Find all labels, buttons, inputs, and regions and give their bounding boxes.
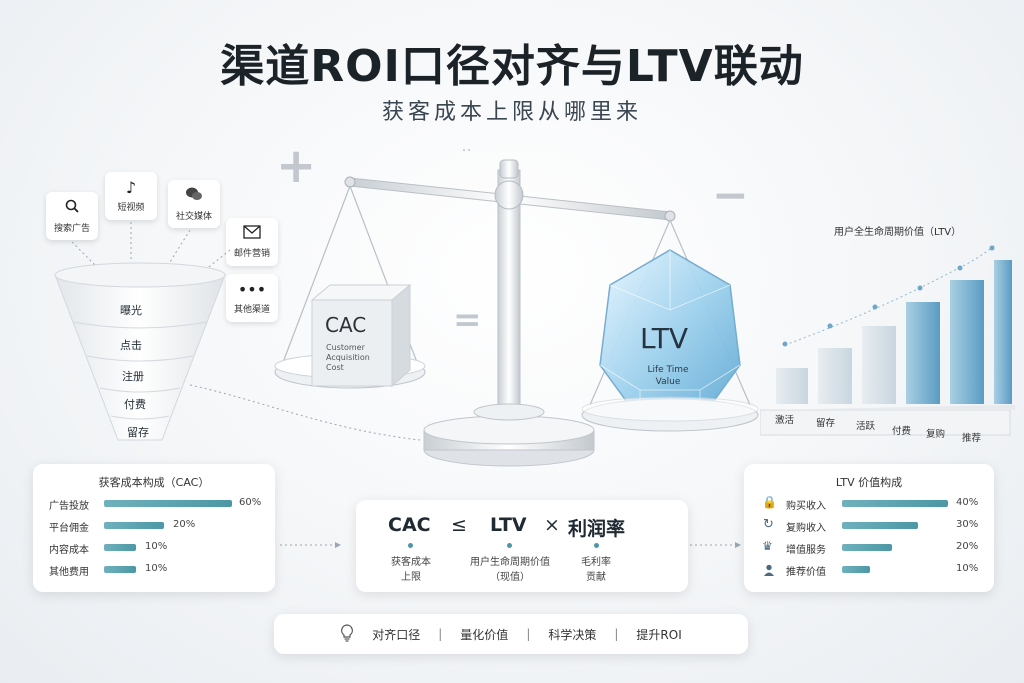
formula-times: ×	[544, 514, 560, 536]
summary-separator: |	[614, 627, 619, 641]
page-title: 渠道ROI口径对齐与LTV联动	[220, 41, 804, 92]
channel-card-search: 搜索广告	[46, 192, 98, 240]
channel-card-short-video: ♪ 短视频	[105, 172, 157, 220]
funnel-stage: 付费	[124, 398, 146, 411]
summary-item: 量化价值	[460, 627, 509, 642]
ltv-stage-label: 活跃	[856, 421, 876, 432]
lock-bag-icon: 🔒	[762, 495, 777, 509]
ltv-item-label: 推荐价值	[786, 567, 826, 578]
cac-item-pct: 60%	[239, 497, 262, 508]
channel-card-social: 社交媒体	[168, 180, 220, 228]
search-icon	[64, 198, 80, 218]
funnel-stage: 点击	[120, 339, 142, 352]
ltv-gem-label: LTV	[640, 322, 689, 355]
summary-separator: |	[438, 627, 443, 641]
cac-composition-panel: 获客成本构成（CAC） 广告投放 60% 平台佣金 20% 内容成本 10% 其…	[33, 464, 275, 592]
cac-item-label: 其他费用	[49, 567, 89, 578]
cac-item-bar	[104, 500, 232, 507]
mail-icon	[243, 225, 261, 243]
formula-cac: CAC	[388, 514, 431, 536]
formula-le: ≤	[451, 514, 467, 536]
ltv-gem-fullname: Life Time Value	[647, 365, 689, 387]
formula-margin-note: 毛利率 贡献	[581, 557, 611, 583]
channel-label: 搜索广告	[53, 224, 90, 234]
formula-panel: CAC ≤ LTV × 利润率 获客成本 上限 用户生命周期价值 （现值） 毛利…	[356, 500, 688, 592]
ltv-stage-label: 留存	[816, 418, 836, 429]
crown-icon: ♛	[762, 539, 773, 553]
tiktok-icon: ♪	[125, 178, 137, 197]
ltv-stage-label: 付费	[892, 426, 912, 437]
summary-bar: 对齐口径 | 量化价值 | 科学决策 | 提升ROI	[274, 614, 748, 654]
ltv-item-pct: 10%	[956, 563, 979, 574]
channel-label: 邮件营销	[233, 249, 270, 259]
channel-card-email: 邮件营销	[226, 218, 278, 266]
channel-label: 社交媒体	[175, 212, 212, 222]
cac-panel-title: 获客成本构成（CAC）	[98, 476, 210, 489]
ltv-item-pct: 40%	[956, 497, 979, 508]
formula-dot	[408, 543, 413, 548]
channel-card-other: ••• 其他渠道	[226, 274, 278, 322]
user-icon	[763, 561, 775, 580]
ltv-growth-chart	[760, 244, 1015, 436]
ltv-item-bar	[842, 522, 918, 529]
ltv-item-label: 增值服务	[786, 545, 826, 556]
more-icon: •••	[237, 280, 267, 299]
channel-label: 其他渠道	[233, 305, 270, 315]
ltv-panel-title: LTV 价值构成	[835, 476, 903, 489]
ltv-item-pct: 20%	[956, 541, 979, 552]
cac-block-fullname: Customer Acquisition Cost	[326, 343, 370, 372]
equals-icon: =	[453, 300, 482, 340]
formula-dot	[507, 543, 512, 548]
formula-ltv-note: 用户生命周期价值 （现值）	[470, 557, 550, 583]
formula-cac-note: 获客成本 上限	[391, 557, 431, 583]
lightbulb-icon	[340, 623, 354, 645]
formula-margin: 利润率	[568, 518, 626, 540]
ltv-composition-panel: LTV 价值构成 🔒 购买收入 40% ↻ 复购收入 30% ♛ 增值服务 20…	[744, 464, 994, 592]
channel-label: 短视频	[117, 203, 145, 213]
summary-separator: |	[526, 627, 531, 641]
cac-item-bar	[104, 522, 164, 529]
funnel-stage: 曝光	[120, 304, 142, 317]
ltv-stage-label: 推荐	[962, 433, 982, 444]
minus-icon: −	[712, 170, 749, 221]
summary-item: 对齐口径	[372, 627, 421, 642]
cac-block-label: CAC	[325, 313, 367, 337]
cac-item-pct: 10%	[145, 563, 168, 574]
cac-item-bar	[104, 544, 136, 551]
wechat-icon	[185, 186, 203, 206]
summary-item: 科学决策	[548, 627, 597, 642]
funnel-stage: 注册	[122, 370, 144, 383]
ltv-stage-label: 激活	[775, 415, 795, 426]
ltv-item-label: 购买收入	[786, 501, 826, 512]
summary-item: 提升ROI	[636, 627, 682, 642]
cac-item-label: 广告投放	[49, 501, 89, 512]
cac-item-bar	[104, 566, 136, 573]
ltv-item-label: 复购收入	[786, 523, 826, 534]
ltv-item-bar	[842, 544, 892, 551]
cac-item-label: 平台佣金	[49, 523, 89, 534]
funnel-stage: 留存	[127, 426, 149, 439]
cac-item-pct: 10%	[145, 541, 168, 552]
ltv-chart-title: 用户全生命周期价值（LTV）	[834, 227, 962, 238]
ltv-item-pct: 30%	[956, 519, 979, 530]
balance-scale	[274, 159, 759, 467]
conversion-funnel	[54, 262, 226, 441]
ltv-item-bar	[842, 500, 948, 507]
ltv-item-bar	[842, 566, 870, 573]
page-subtitle: 获客成本上限从哪里来	[381, 100, 642, 125]
refresh-icon: ↻	[763, 517, 774, 532]
ltv-stage-label: 复购	[926, 429, 946, 440]
cac-item-pct: 20%	[173, 519, 196, 530]
formula-ltv: LTV	[490, 514, 527, 536]
plus-icon: +	[276, 138, 317, 194]
cac-item-label: 内容成本	[49, 545, 89, 556]
formula-dot	[594, 543, 599, 548]
